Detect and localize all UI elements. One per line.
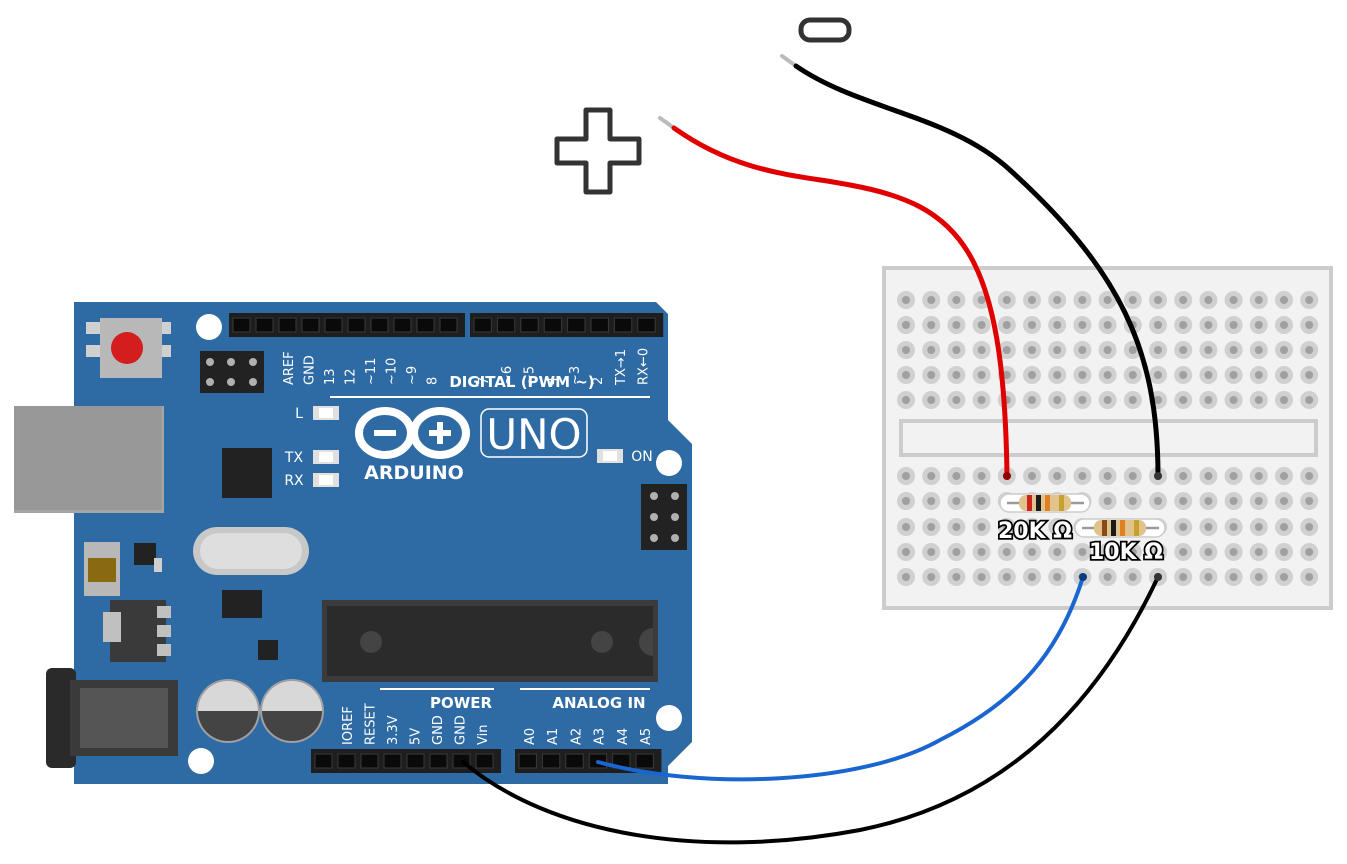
- pin-label: 3.3V: [386, 715, 401, 745]
- pin-label: ~9: [405, 366, 420, 385]
- positive-symbol: [554, 107, 642, 195]
- pin-label: A0: [523, 728, 538, 745]
- analog-in-label: ANALOG IN: [552, 694, 645, 712]
- led-tx-label: TX: [284, 450, 304, 466]
- resistor-10k-label: 10K Ω: [1089, 540, 1163, 565]
- pin-label: 12: [344, 368, 359, 385]
- pin-label: A1: [546, 728, 561, 745]
- resistor-20k-label: 20K Ω: [998, 519, 1072, 544]
- pin-label: 13: [323, 368, 338, 385]
- uno-badge-frame: [480, 408, 588, 458]
- pin-label: A2: [569, 728, 584, 745]
- pin-label: RESET: [364, 703, 379, 745]
- capacitor-left: [196, 679, 260, 743]
- wire-signal-blue: [596, 573, 1087, 782]
- resistor-20k: [999, 493, 1091, 513]
- pin-label: IOREF: [341, 706, 356, 745]
- resistor-10k: [1074, 518, 1166, 538]
- pin-label: AREF: [282, 351, 297, 385]
- capacitor-right: [260, 679, 324, 743]
- pin-label: ~10: [385, 358, 400, 385]
- pin-label: ~11: [364, 358, 379, 385]
- negative-symbol: [798, 17, 852, 43]
- pin-label: RX←0: [637, 348, 652, 385]
- pin-label: ~6: [500, 366, 515, 385]
- pin-label: 7: [477, 377, 492, 385]
- pin-label: GND: [303, 355, 318, 385]
- pin-label: 5V: [409, 728, 424, 745]
- pin-labels: AREF GND 13 12 ~11 ~10 ~9 8 7 ~6 ~5 4 ~3 2 TX→1 RX←0IOR…: [282, 348, 654, 745]
- pin-label: ~5: [523, 366, 538, 385]
- pin-label: A5: [639, 728, 654, 745]
- led-l-label: L: [295, 406, 303, 422]
- pin-label: TX→1: [614, 349, 629, 386]
- arduino-logo: [355, 407, 470, 459]
- pin-label: GND: [454, 715, 469, 745]
- usb-chip: [222, 448, 272, 498]
- wire-negative-black: [780, 54, 1162, 480]
- brand-label: ARDUINO: [364, 462, 464, 484]
- pin-label: A4: [616, 728, 631, 745]
- pin-label: 4: [545, 377, 560, 385]
- digital-label: DIGITAL (PWM ~): [449, 373, 594, 391]
- pin-label: A3: [593, 728, 608, 745]
- led-rx-label: RX: [284, 473, 304, 489]
- pin-label: 8: [426, 377, 441, 385]
- pin-label: 2: [591, 377, 606, 385]
- pin-label: ~3: [568, 366, 583, 385]
- pin-label: Vin: [476, 725, 491, 745]
- pin-label: GND: [431, 715, 446, 745]
- led-on-label: ON: [631, 449, 653, 465]
- arduino-board: ARDUINO UNO DIGITAL (PWM ~) POWER ANALOG…: [14, 302, 692, 784]
- wire-ground-black: [461, 573, 1162, 845]
- model-label: UNO: [486, 410, 581, 459]
- power-label: POWER: [430, 694, 493, 712]
- wire-positive-red: [658, 116, 1011, 480]
